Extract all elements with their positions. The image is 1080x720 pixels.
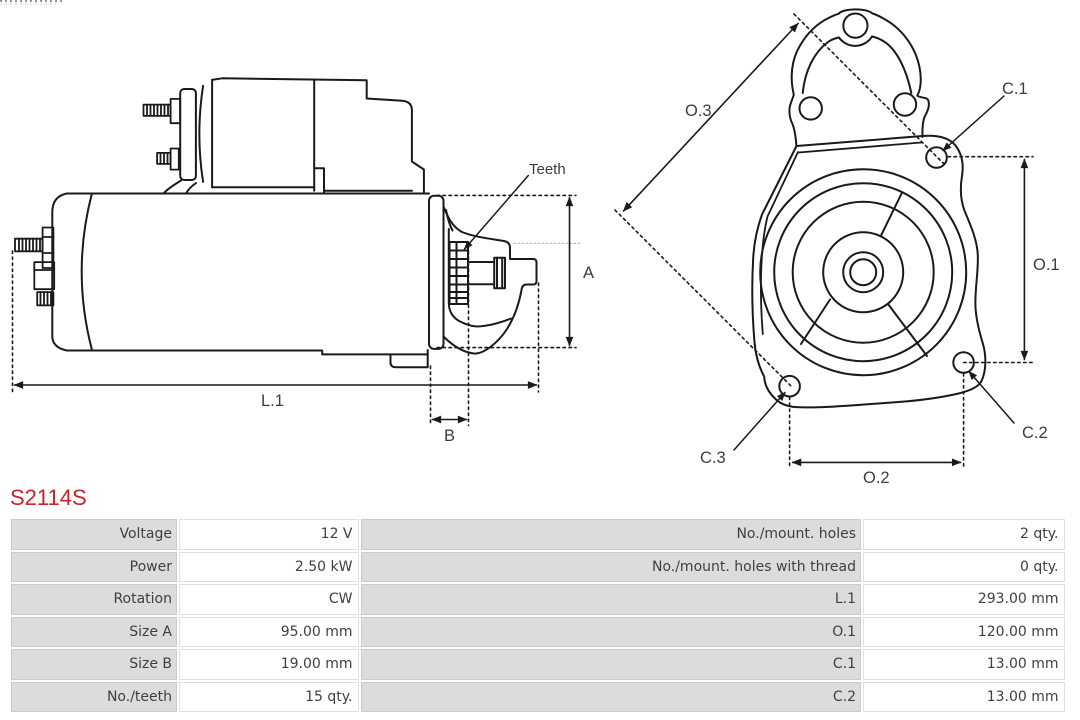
spec-value: 293.00 mm <box>863 584 1065 615</box>
motor-bottom-ear <box>389 349 429 369</box>
label-b: B <box>444 427 455 445</box>
spec-value: 15 qty. <box>179 681 359 712</box>
dim-o1 <box>947 155 1034 364</box>
label-a: A <box>583 264 594 282</box>
table-row: Size A 95.00 mm O.1 120.00 mm <box>11 616 1065 647</box>
solenoid <box>142 77 425 195</box>
label-o2: O.2 <box>863 469 890 487</box>
label-l1: L.1 <box>261 392 284 410</box>
motor-body <box>51 192 430 356</box>
crown-bracket <box>788 8 930 147</box>
front-view-drawing <box>614 8 1034 469</box>
spec-label: Size A <box>11 616 177 647</box>
dim-b <box>429 244 470 427</box>
spec-value: 120.00 mm <box>863 616 1065 647</box>
spec-value: 19.00 mm <box>179 649 359 680</box>
spec-table: Voltage 12 V No./mount. holes 2 qty. Pow… <box>9 517 1067 714</box>
spec-value: 13.00 mm <box>863 649 1065 680</box>
spec-label: C.2 <box>361 681 861 712</box>
table-row: Rotation CW L.1 293.00 mm <box>11 584 1065 615</box>
spec-label: Power <box>11 551 177 582</box>
spec-value: 0 qty. <box>863 551 1065 582</box>
spec-label: No./teeth <box>11 681 177 712</box>
spec-label: No./mount. holes with thread <box>361 551 861 582</box>
terminal-studs <box>14 226 56 307</box>
spec-value: 12 V <box>179 519 359 550</box>
face-spokes <box>800 192 928 357</box>
dim-o2 <box>788 372 965 469</box>
dim-a <box>436 194 577 349</box>
dim-l1 <box>11 250 540 393</box>
spec-value: 95.00 mm <box>179 616 359 647</box>
label-c2: C.2 <box>1022 424 1048 442</box>
drive-end-housing <box>428 194 583 355</box>
screen-edge-artifact-2 <box>0 3 56 5</box>
face-circles <box>759 168 968 377</box>
label-o3: O.3 <box>685 102 712 120</box>
spec-value: 2 qty. <box>863 519 1065 550</box>
callout-arrows <box>733 95 1015 451</box>
spec-label: No./mount. holes <box>361 519 861 550</box>
motor-endcap-curve <box>80 193 93 350</box>
spec-label: Voltage <box>11 519 177 550</box>
label-c3: C.3 <box>700 449 726 467</box>
table-row: No./teeth 15 qty. C.2 13.00 mm <box>11 681 1065 712</box>
part-number: S2114S <box>10 485 87 510</box>
mount-flange <box>751 134 987 409</box>
spec-value: 13.00 mm <box>863 681 1065 712</box>
screen-edge-artifact <box>0 0 64 2</box>
spec-label: Rotation <box>11 584 177 615</box>
spec-label: L.1 <box>361 584 861 615</box>
table-row: Size B 19.00 mm C.1 13.00 mm <box>11 649 1065 680</box>
spec-label: C.1 <box>361 649 861 680</box>
label-c1: C.1 <box>1002 80 1028 98</box>
side-view-drawing <box>11 77 583 427</box>
spec-value: CW <box>179 584 359 615</box>
spec-label: Size B <box>11 649 177 680</box>
dim-o3 <box>614 13 945 387</box>
table-row: Power 2.50 kW No./mount. holes with thre… <box>11 551 1065 582</box>
table-row: Voltage 12 V No./mount. holes 2 qty. <box>11 519 1065 550</box>
teeth-callout <box>463 174 530 250</box>
spec-label: O.1 <box>361 616 861 647</box>
label-teeth: Teeth <box>529 161 566 178</box>
spec-value: 2.50 kW <box>179 551 359 582</box>
label-o1: O.1 <box>1033 256 1060 274</box>
dimension-labels: Teeth A L.1 B O.3 C.1 O.1 C.2 C.3 O.2 <box>261 80 1060 487</box>
